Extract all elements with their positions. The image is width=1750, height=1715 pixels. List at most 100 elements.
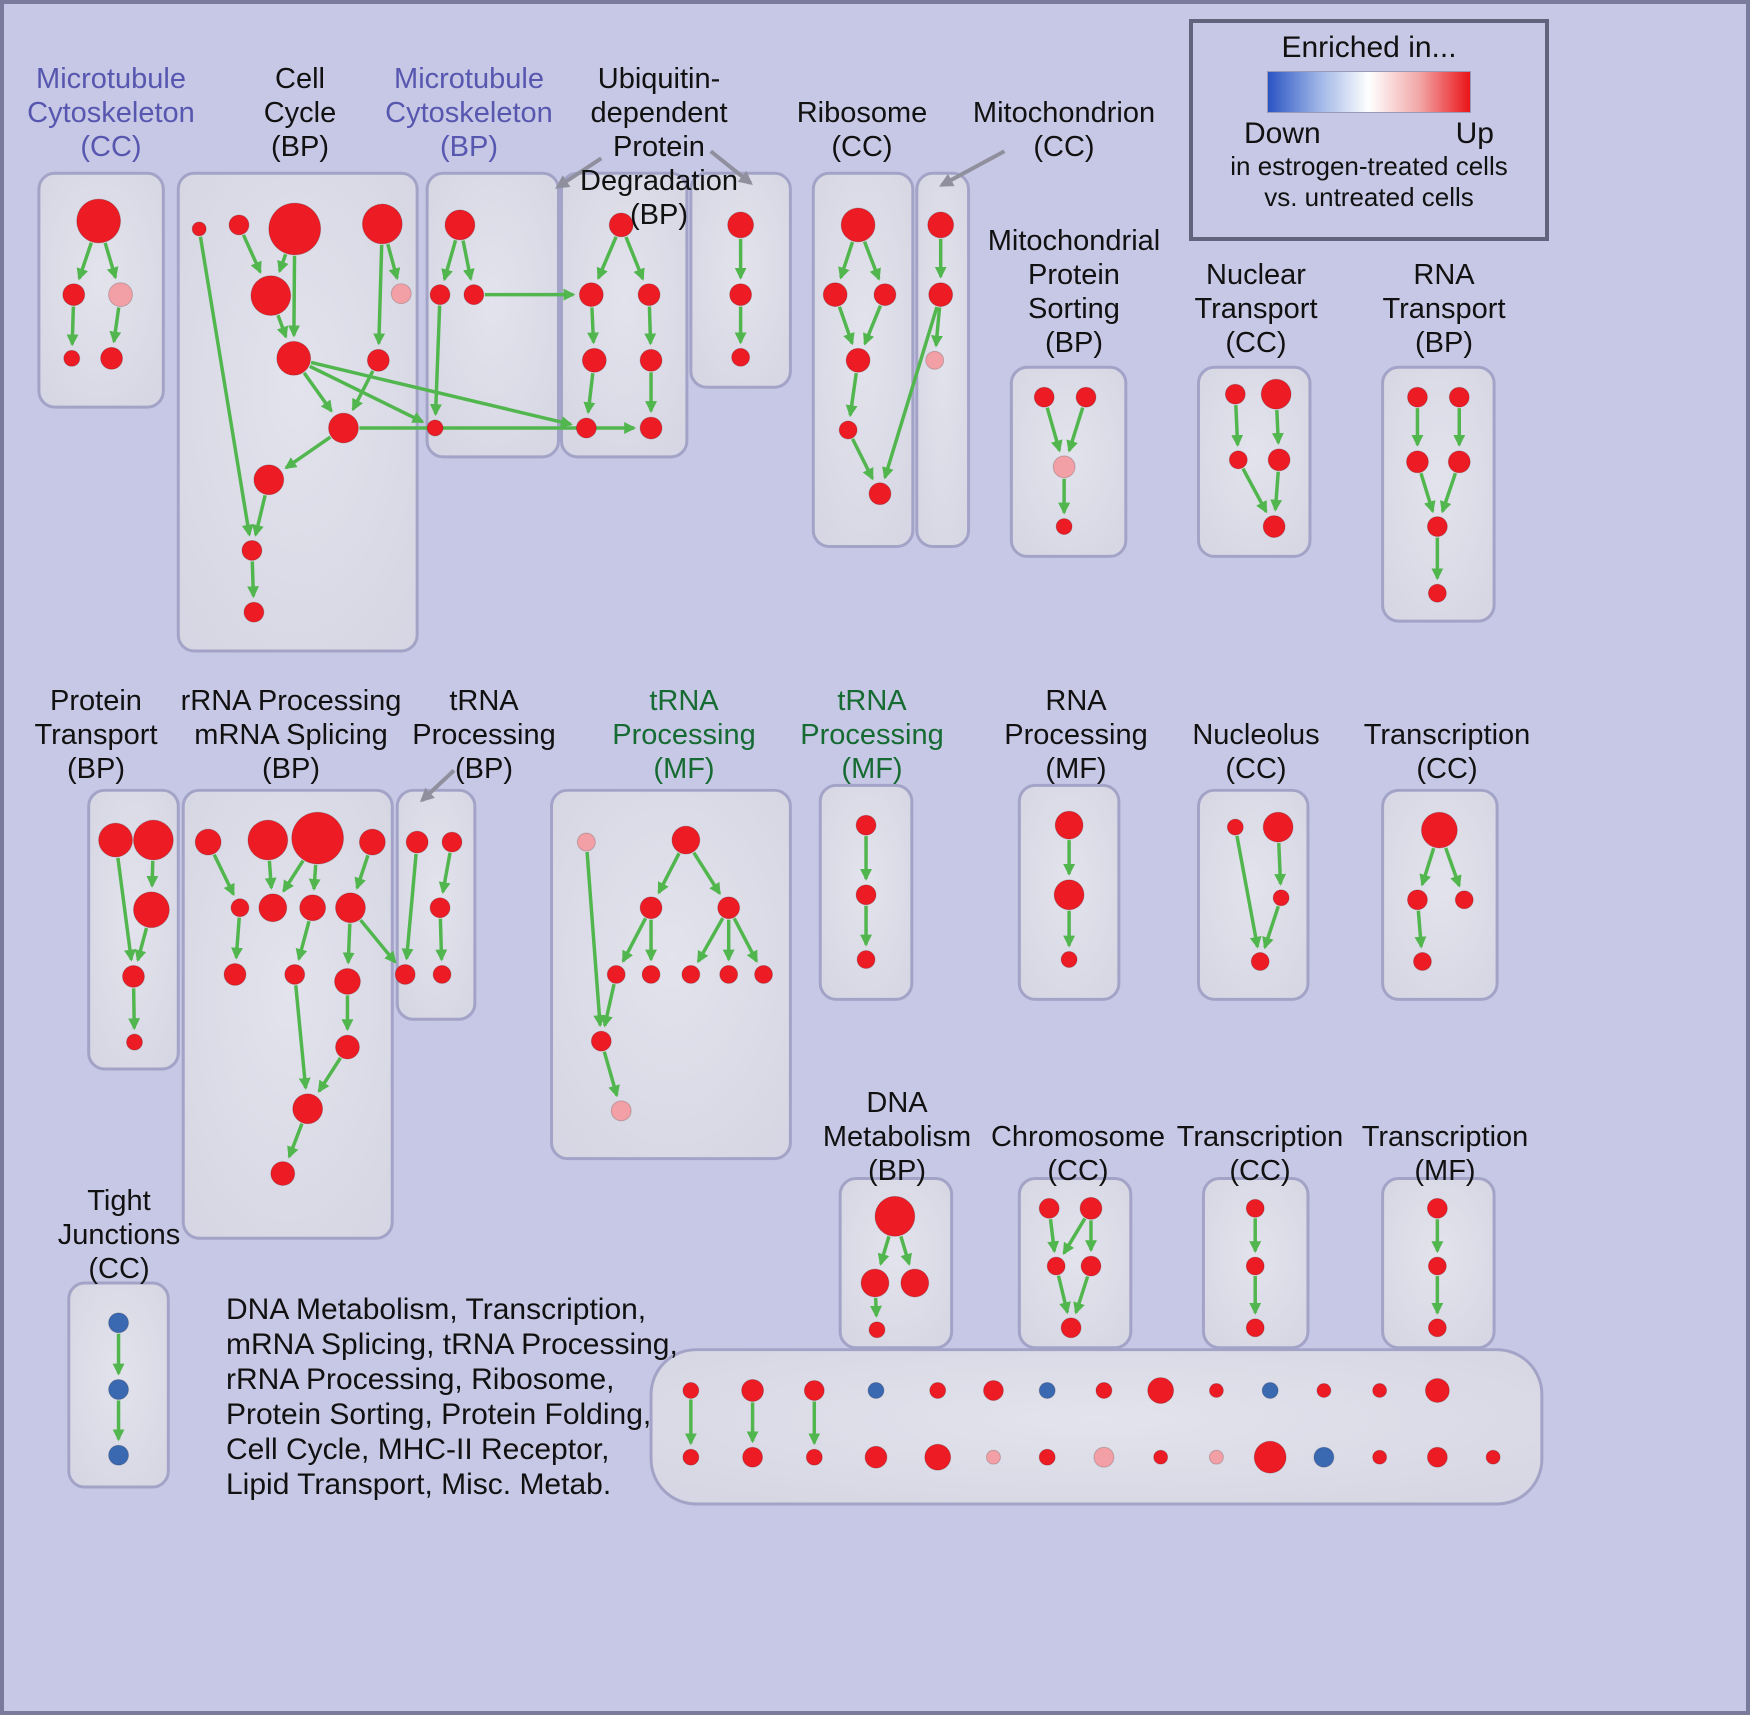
go-term-node-87 [754,964,773,984]
edge-4 [241,234,262,274]
go-term-node-112 [1060,1317,1082,1339]
go-term-node-38 [928,282,954,308]
edge-27 [583,372,596,415]
edge-98 [1056,1275,1071,1315]
go-term-node-11 [276,340,312,376]
go-term-node-18 [429,284,451,306]
edge-94 [870,1297,882,1318]
edge-59 [308,864,321,891]
edge-76 [696,917,725,964]
go-term-node-141 [1208,1449,1224,1465]
go-term-node-82 [717,896,741,920]
go-term-node-120 [108,1379,129,1400]
edge-56 [212,853,236,897]
misc-line: DNA Metabolism, Transcription, [226,1293,647,1326]
legend-down-label: Down [1244,117,1321,150]
edge-91 [1414,910,1427,949]
go-term-node-47 [1267,448,1291,472]
edge-8 [373,244,386,346]
go-term-node-124 [741,1379,765,1402]
go-term-node-139 [1153,1449,1169,1465]
edge-99 [1073,1275,1090,1315]
edge-9 [276,314,289,339]
edge-16 [309,364,425,424]
go-term-node-35 [838,420,858,440]
edge-19 [441,239,458,282]
go-term-node-22 [578,282,604,308]
edge-60 [354,854,370,890]
go-term-node-55 [98,822,133,858]
go-term-node-117 [1427,1256,1447,1276]
cluster-box-misc-box [649,1348,1544,1506]
go-term-node-71 [335,1034,360,1060]
go-term-node-7 [268,202,322,256]
go-term-node-45 [1260,378,1292,410]
go-term-node-81 [639,896,663,920]
go-term-node-13 [328,412,359,444]
go-term-node-4 [100,346,124,370]
go-term-node-60 [194,828,222,856]
go-term-node-94 [1053,879,1085,911]
go-term-node-62 [291,811,344,865]
go-term-node-37 [927,211,955,239]
edge-32 [862,241,881,281]
go-term-node-63 [358,828,386,856]
go-term-node-53 [1426,516,1448,538]
go-term-node-17 [444,209,476,241]
edge-0 [76,242,93,281]
edge-26 [644,306,657,346]
go-term-node-105 [860,1268,890,1298]
go-term-node-50 [1448,386,1470,408]
cluster-box-rna-transport-bp [1381,365,1496,623]
go-term-node-15 [241,539,263,561]
go-term-node-6 [228,214,250,236]
go-term-node-101 [1407,889,1428,911]
edge-24 [624,236,645,281]
legend-gradient-bar [1267,71,1471,113]
go-term-node-93 [1054,810,1084,840]
cluster-box-nucleolus-cc [1196,788,1310,1001]
go-term-node-136 [1095,1382,1113,1399]
go-term-node-107 [868,1321,886,1339]
go-term-node-31 [840,207,876,243]
go-term-node-3 [63,349,81,367]
go-term-node-32 [822,282,848,308]
edge-79 [601,983,616,1028]
go-term-node-72 [292,1093,324,1125]
go-term-node-2 [108,282,133,308]
edge-7 [386,243,401,281]
go-term-node-79 [576,832,596,852]
go-term-node-122 [682,1382,700,1399]
cluster-box-trna-processing-mf-1 [550,788,792,1161]
go-term-node-14 [253,464,285,496]
go-term-node-86 [719,964,739,984]
cluster-box-dna-metabolism-bp [838,1177,954,1350]
go-term-node-23 [637,283,661,307]
edge-14 [247,561,260,599]
go-term-node-77 [429,897,451,919]
edge-25 [587,307,600,345]
edge-21 [429,305,442,417]
edge-57 [264,860,277,890]
edge-80 [602,1051,620,1098]
go-term-node-44 [1224,383,1246,405]
misc-line: rRNA Processing, Ribosome, [226,1363,615,1396]
go-term-node-20 [426,419,444,437]
edge-6 [288,255,300,338]
cluster-box-nuclear-transport-cc [1196,365,1312,558]
go-term-node-123 [682,1448,700,1466]
go-term-node-54 [1427,583,1447,603]
go-term-node-144 [1316,1383,1332,1398]
label-callout-arrow-0 [554,156,603,189]
go-term-node-98 [1272,889,1290,907]
edge-55 [128,988,141,1031]
go-term-node-115 [1245,1318,1265,1338]
go-term-node-70 [334,967,361,995]
go-term-node-116 [1426,1197,1448,1219]
edge-58 [282,859,305,893]
go-term-node-95 [1060,951,1078,968]
edge-34 [863,305,883,346]
misc-line: Lipid Transport, Misc. Metab. [226,1468,612,1501]
cluster-box-cell-cycle-bp [176,171,419,653]
go-term-node-69 [284,964,306,985]
